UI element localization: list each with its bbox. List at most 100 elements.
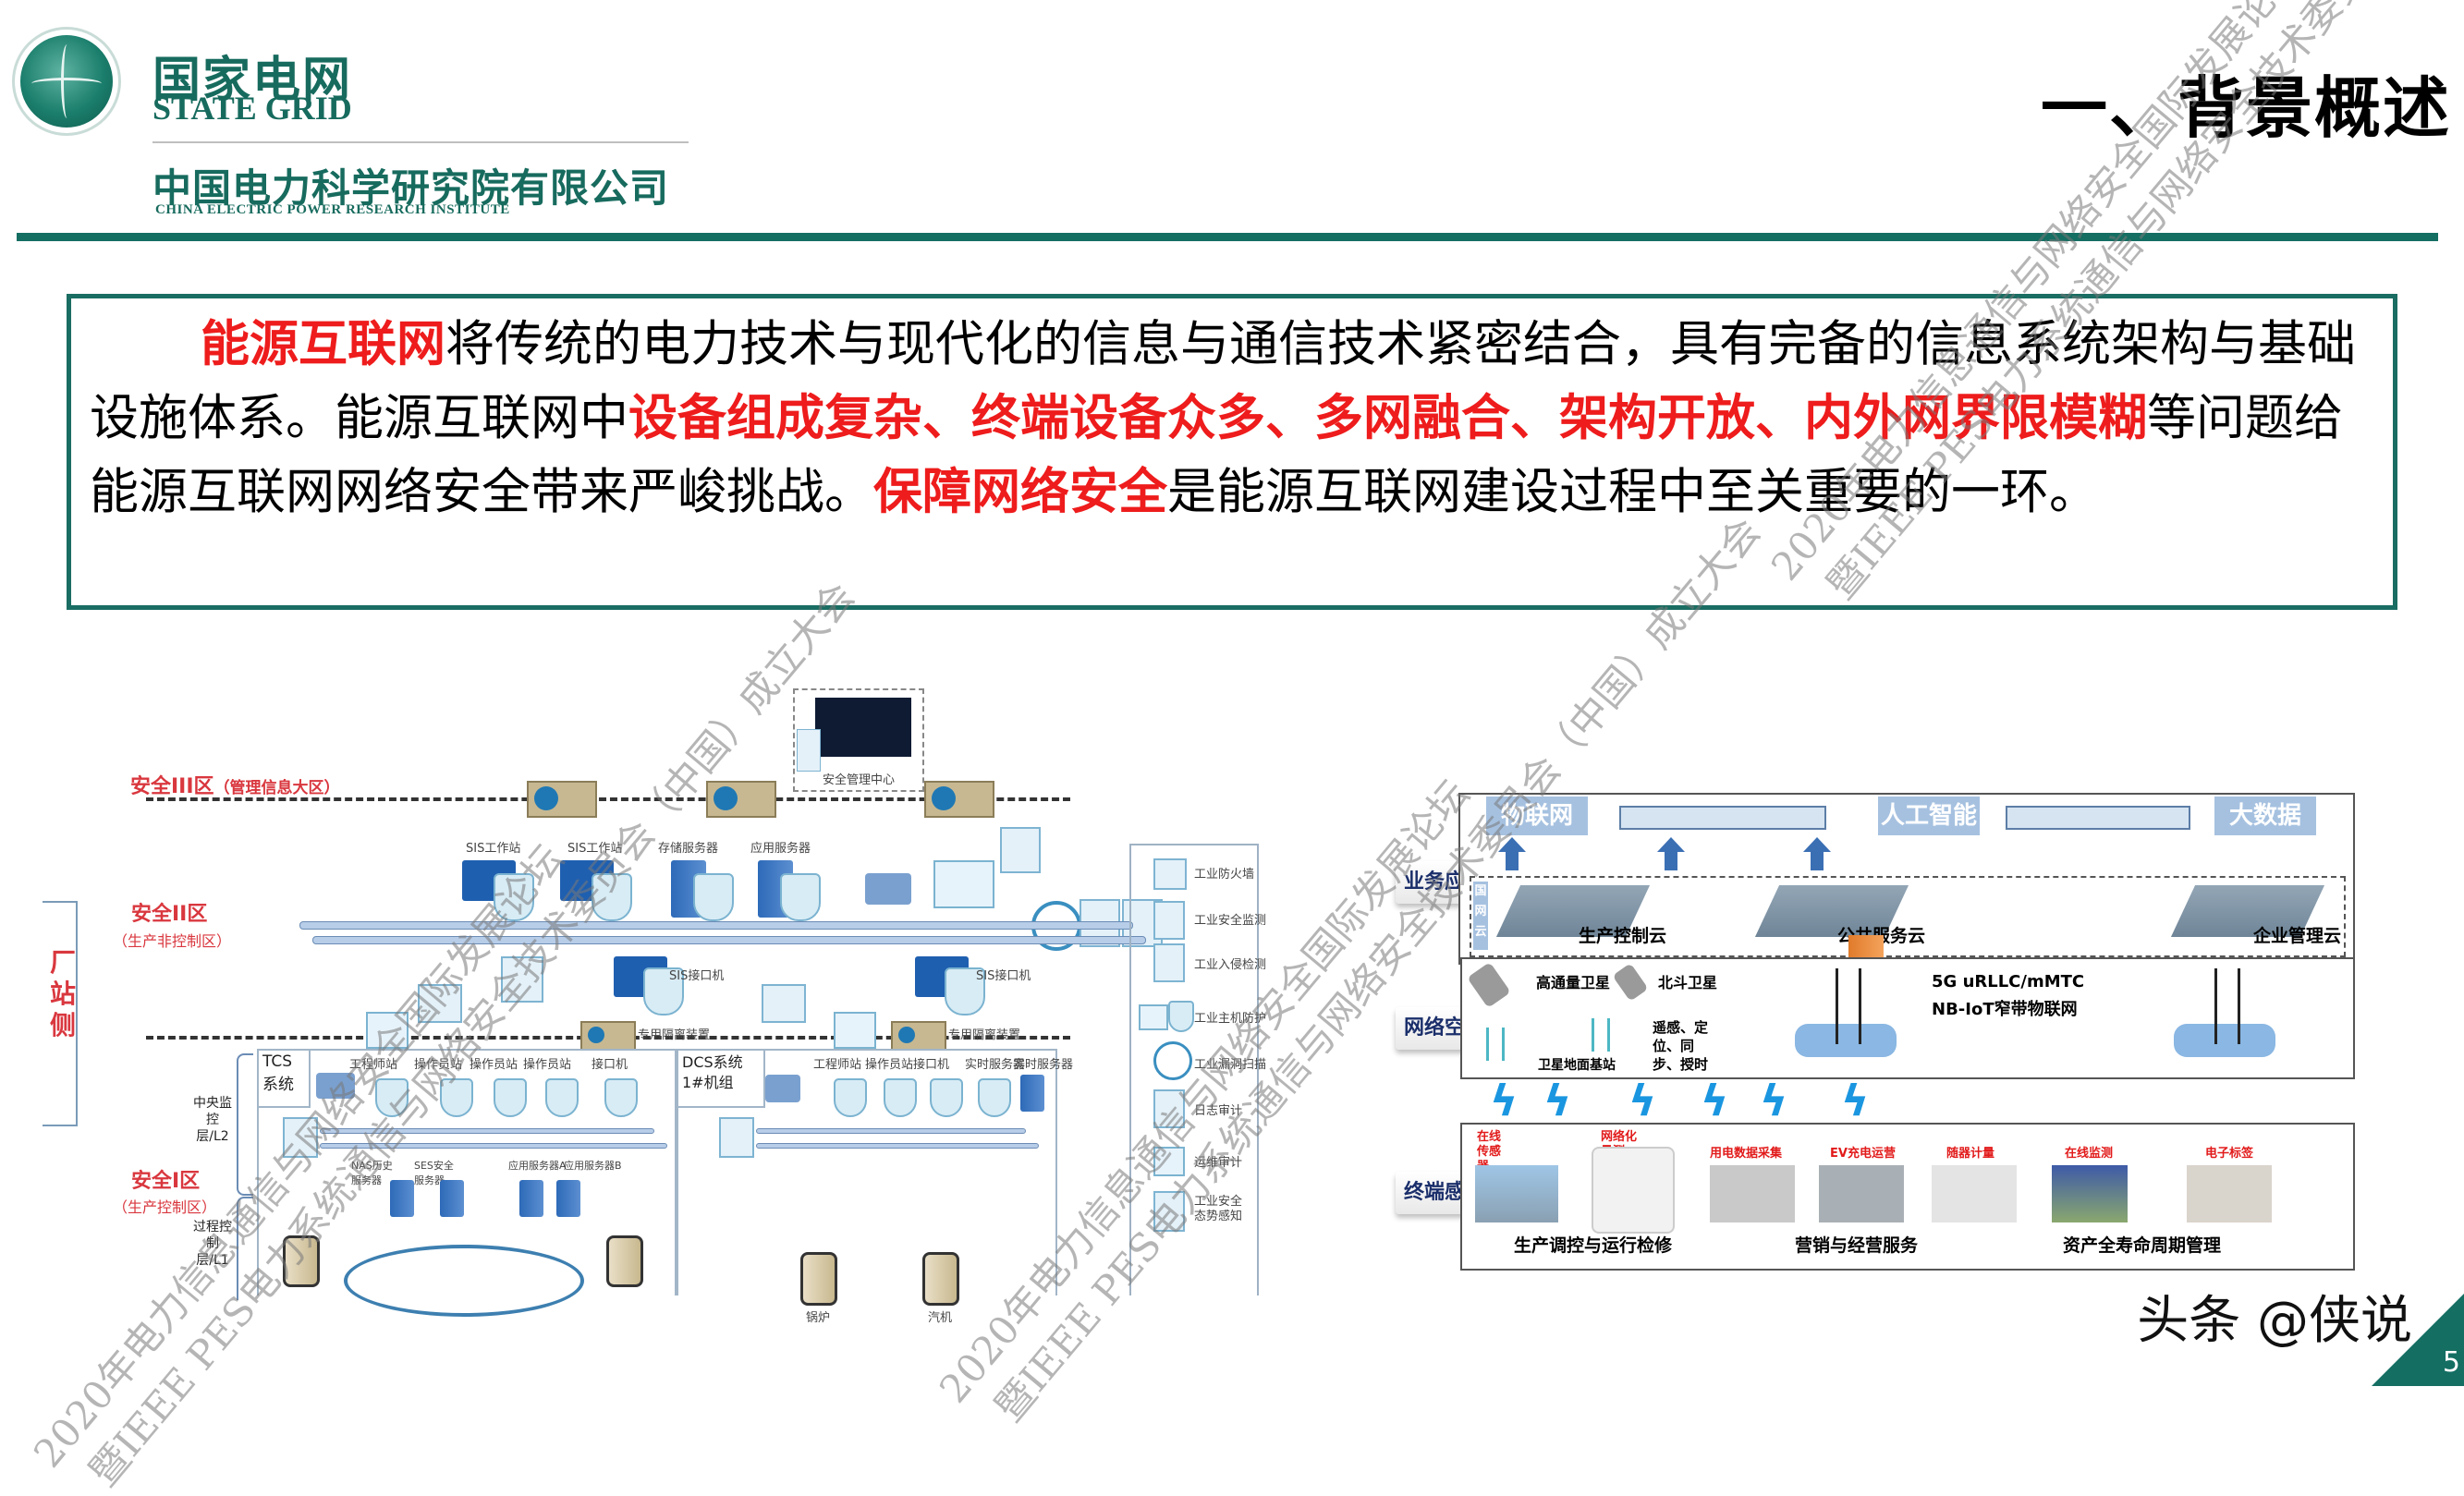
host-protection-icon xyxy=(440,1078,473,1117)
host-protection-icon xyxy=(945,967,985,1016)
ev-charging-photo xyxy=(1819,1165,1904,1222)
org-name-en: STATE GRID xyxy=(152,90,352,127)
tcs-node-label: 操作员站 xyxy=(470,1058,518,1072)
legend-label: 工业安全态势感知 xyxy=(1194,1195,1243,1223)
measurement-photo xyxy=(1592,1147,1675,1234)
state-grid-logo-icon xyxy=(20,35,113,128)
host-protection-icon xyxy=(978,1078,1011,1117)
institute-name-en: CHINA ELECTRIC POWER RESEARCH INSTITUTE xyxy=(155,202,510,217)
security-center-box: 安全管理中心 xyxy=(793,688,924,792)
tcs-server-label: NAS历史服务器 xyxy=(351,1160,393,1186)
legend-label: 工业入侵检测 xyxy=(1194,958,1267,972)
substation-photo xyxy=(1475,1165,1558,1222)
legend-label: 工业安全监测 xyxy=(1194,914,1267,928)
group-label: 资产全寿命周期管理 xyxy=(2063,1235,2222,1256)
institute-name-cn: 中国电力科学研究院有限公司 xyxy=(152,165,670,211)
host-protection-icon xyxy=(592,873,632,921)
wireless-link-icon: ϟ xyxy=(1701,1076,1729,1125)
security-monitor-icon xyxy=(719,1117,754,1158)
up-arrow-icon xyxy=(1657,837,1685,870)
isolation-label: 专用隔离装置 xyxy=(948,1028,1021,1042)
sis-interface-label: SIS接口机 xyxy=(669,969,725,983)
sat2-label: 北斗卫星 xyxy=(1658,974,1718,991)
host-protection-icon xyxy=(1168,1001,1194,1032)
dcs-node-label: 工程师站 xyxy=(813,1058,862,1072)
security-monitor-icon xyxy=(1153,901,1185,940)
dcs-node-label: 操作员站 xyxy=(865,1058,914,1072)
legend-label: 日志审计 xyxy=(1194,1104,1243,1118)
ground-station-label: 卫星地面基站 xyxy=(1538,1058,1616,1073)
node-label: 存储服务器 xyxy=(658,842,719,856)
printer-icon xyxy=(865,873,911,905)
isolation-device-icon xyxy=(891,1021,946,1051)
server-icon xyxy=(390,1180,414,1217)
security-center-screen xyxy=(815,698,911,757)
legend-label: 运维审计 xyxy=(1194,1156,1243,1170)
cell-coverage-icon xyxy=(2174,1024,2275,1057)
layer-l1-label: 过程控制层/L1 xyxy=(193,1220,232,1268)
app-layer-box: 物联网 人工智能 大数据 国网云 生产控制云 公共服务云 企业管理云 xyxy=(1458,793,2355,965)
ground-antenna-icon xyxy=(1592,1018,1610,1052)
log-audit-icon xyxy=(1000,827,1041,873)
zone1-label: 安全I区 xyxy=(131,1170,201,1193)
tcs-server-label: SES安全服务器 xyxy=(414,1160,454,1186)
node-label: SIS工作站 xyxy=(567,842,623,856)
wireless-link-icon: ϟ xyxy=(1543,1076,1572,1125)
metering-photo xyxy=(1932,1165,2017,1222)
network-bus xyxy=(756,1143,1039,1149)
dcs-subtitle: 1#机组 xyxy=(682,1074,734,1091)
wireless-link-icon: ϟ xyxy=(1841,1076,1870,1125)
sensing-label: 在线监测 xyxy=(2065,1147,2114,1161)
wireless-5g-label: 5G uRLLC/mMTC xyxy=(1932,972,2085,991)
host-protection-icon xyxy=(643,967,684,1016)
plant-side-label: 厂站侧 xyxy=(50,947,77,1040)
org-name-cn: 国家电网 xyxy=(152,53,353,108)
sensing-label: 电子标签 xyxy=(2205,1147,2254,1161)
host-protection-icon xyxy=(494,873,534,921)
intro-text-box: 能源互联网将传统的电力技术与现代化的信息与通信技术紧密结合，具有完备的信息系统架… xyxy=(67,294,2397,610)
logo-divider xyxy=(152,141,689,143)
layer-l2-bracket xyxy=(237,1053,253,1196)
intro-text-1: 将传统的电力技术与现代化的信息与通信技术紧密结合，具有完备的信息系统架构与基础设… xyxy=(90,316,2356,446)
legend-box: 工业防火墙 工业安全监测 工业入侵检测 工业主机防护 工业漏洞扫描 日志审计 运… xyxy=(1129,844,1266,1295)
energy-internet-architecture-diagram: 业务应用层 网络空间层 终端感知层 物联网 人工智能 大数据 国网云 生产控制云… xyxy=(1386,776,2366,1275)
ops-audit-icon xyxy=(1153,1147,1185,1176)
host-protection-icon xyxy=(930,1078,963,1117)
nbiot-label: NB-IoT窄带物联网 xyxy=(1932,1000,2078,1019)
highlight-energy-internet: 能源互联网 xyxy=(201,316,445,372)
slide-title: 一、背景概述 xyxy=(2040,69,2451,147)
gas-turbine-cabinet-icon xyxy=(283,1235,320,1287)
satellite-icon xyxy=(1467,962,1511,1008)
source-watermark: 头条 @侠说 xyxy=(2137,1291,2412,1351)
network-layer-box: 高通量卫星 北斗卫星 遥感、定位、同步、授时 卫星地面基站 5G uRLLC/m… xyxy=(1460,957,2355,1079)
sgcc-cloud-label: 国网云 xyxy=(1473,882,1488,950)
tcs-node-label: 操作员站 xyxy=(414,1058,463,1072)
vuln-scan-icon xyxy=(1153,1041,1192,1080)
cell-tower-icon xyxy=(1836,968,1861,1044)
situation-awareness-icon xyxy=(1153,1191,1185,1232)
network-bus xyxy=(320,1128,654,1134)
host-protection-icon xyxy=(545,1078,579,1117)
host-protection-icon xyxy=(834,1078,867,1117)
host-monitor-icon xyxy=(1139,1004,1168,1030)
dcs-node-label: 实时服务器 xyxy=(965,1058,1026,1072)
sensing-layer-box: 在线传感器 网络化量测 用电数据采集 EV充电运营 随器计量 在线监测 电子标签… xyxy=(1460,1123,2355,1271)
tcs-node-label: 操作员站 xyxy=(523,1058,572,1072)
intro-text-3: 是能源互联网建设过程中至关重要的一环。 xyxy=(1167,464,2098,520)
security-center-label: 安全管理中心 xyxy=(823,773,896,787)
beidou-satellite-icon xyxy=(1612,963,1649,1002)
industrial-firewall-icon xyxy=(418,984,462,1023)
zone1-sublabel: （生产控制区） xyxy=(113,1198,217,1216)
boiler-label: 锅炉 xyxy=(806,1311,831,1325)
app-iot-tile: 物联网 xyxy=(1486,797,1588,835)
turbine-cabinet-icon xyxy=(922,1252,959,1306)
security-center-device-icon xyxy=(797,729,821,772)
online-monitoring-photo xyxy=(2052,1165,2128,1222)
tcs-node-label: 接口机 xyxy=(592,1058,628,1072)
app-ai-tile: 人工智能 xyxy=(1878,797,1980,835)
ring-network xyxy=(344,1245,584,1317)
plant-side-bracket xyxy=(43,901,78,1126)
server-icon xyxy=(556,1180,580,1217)
